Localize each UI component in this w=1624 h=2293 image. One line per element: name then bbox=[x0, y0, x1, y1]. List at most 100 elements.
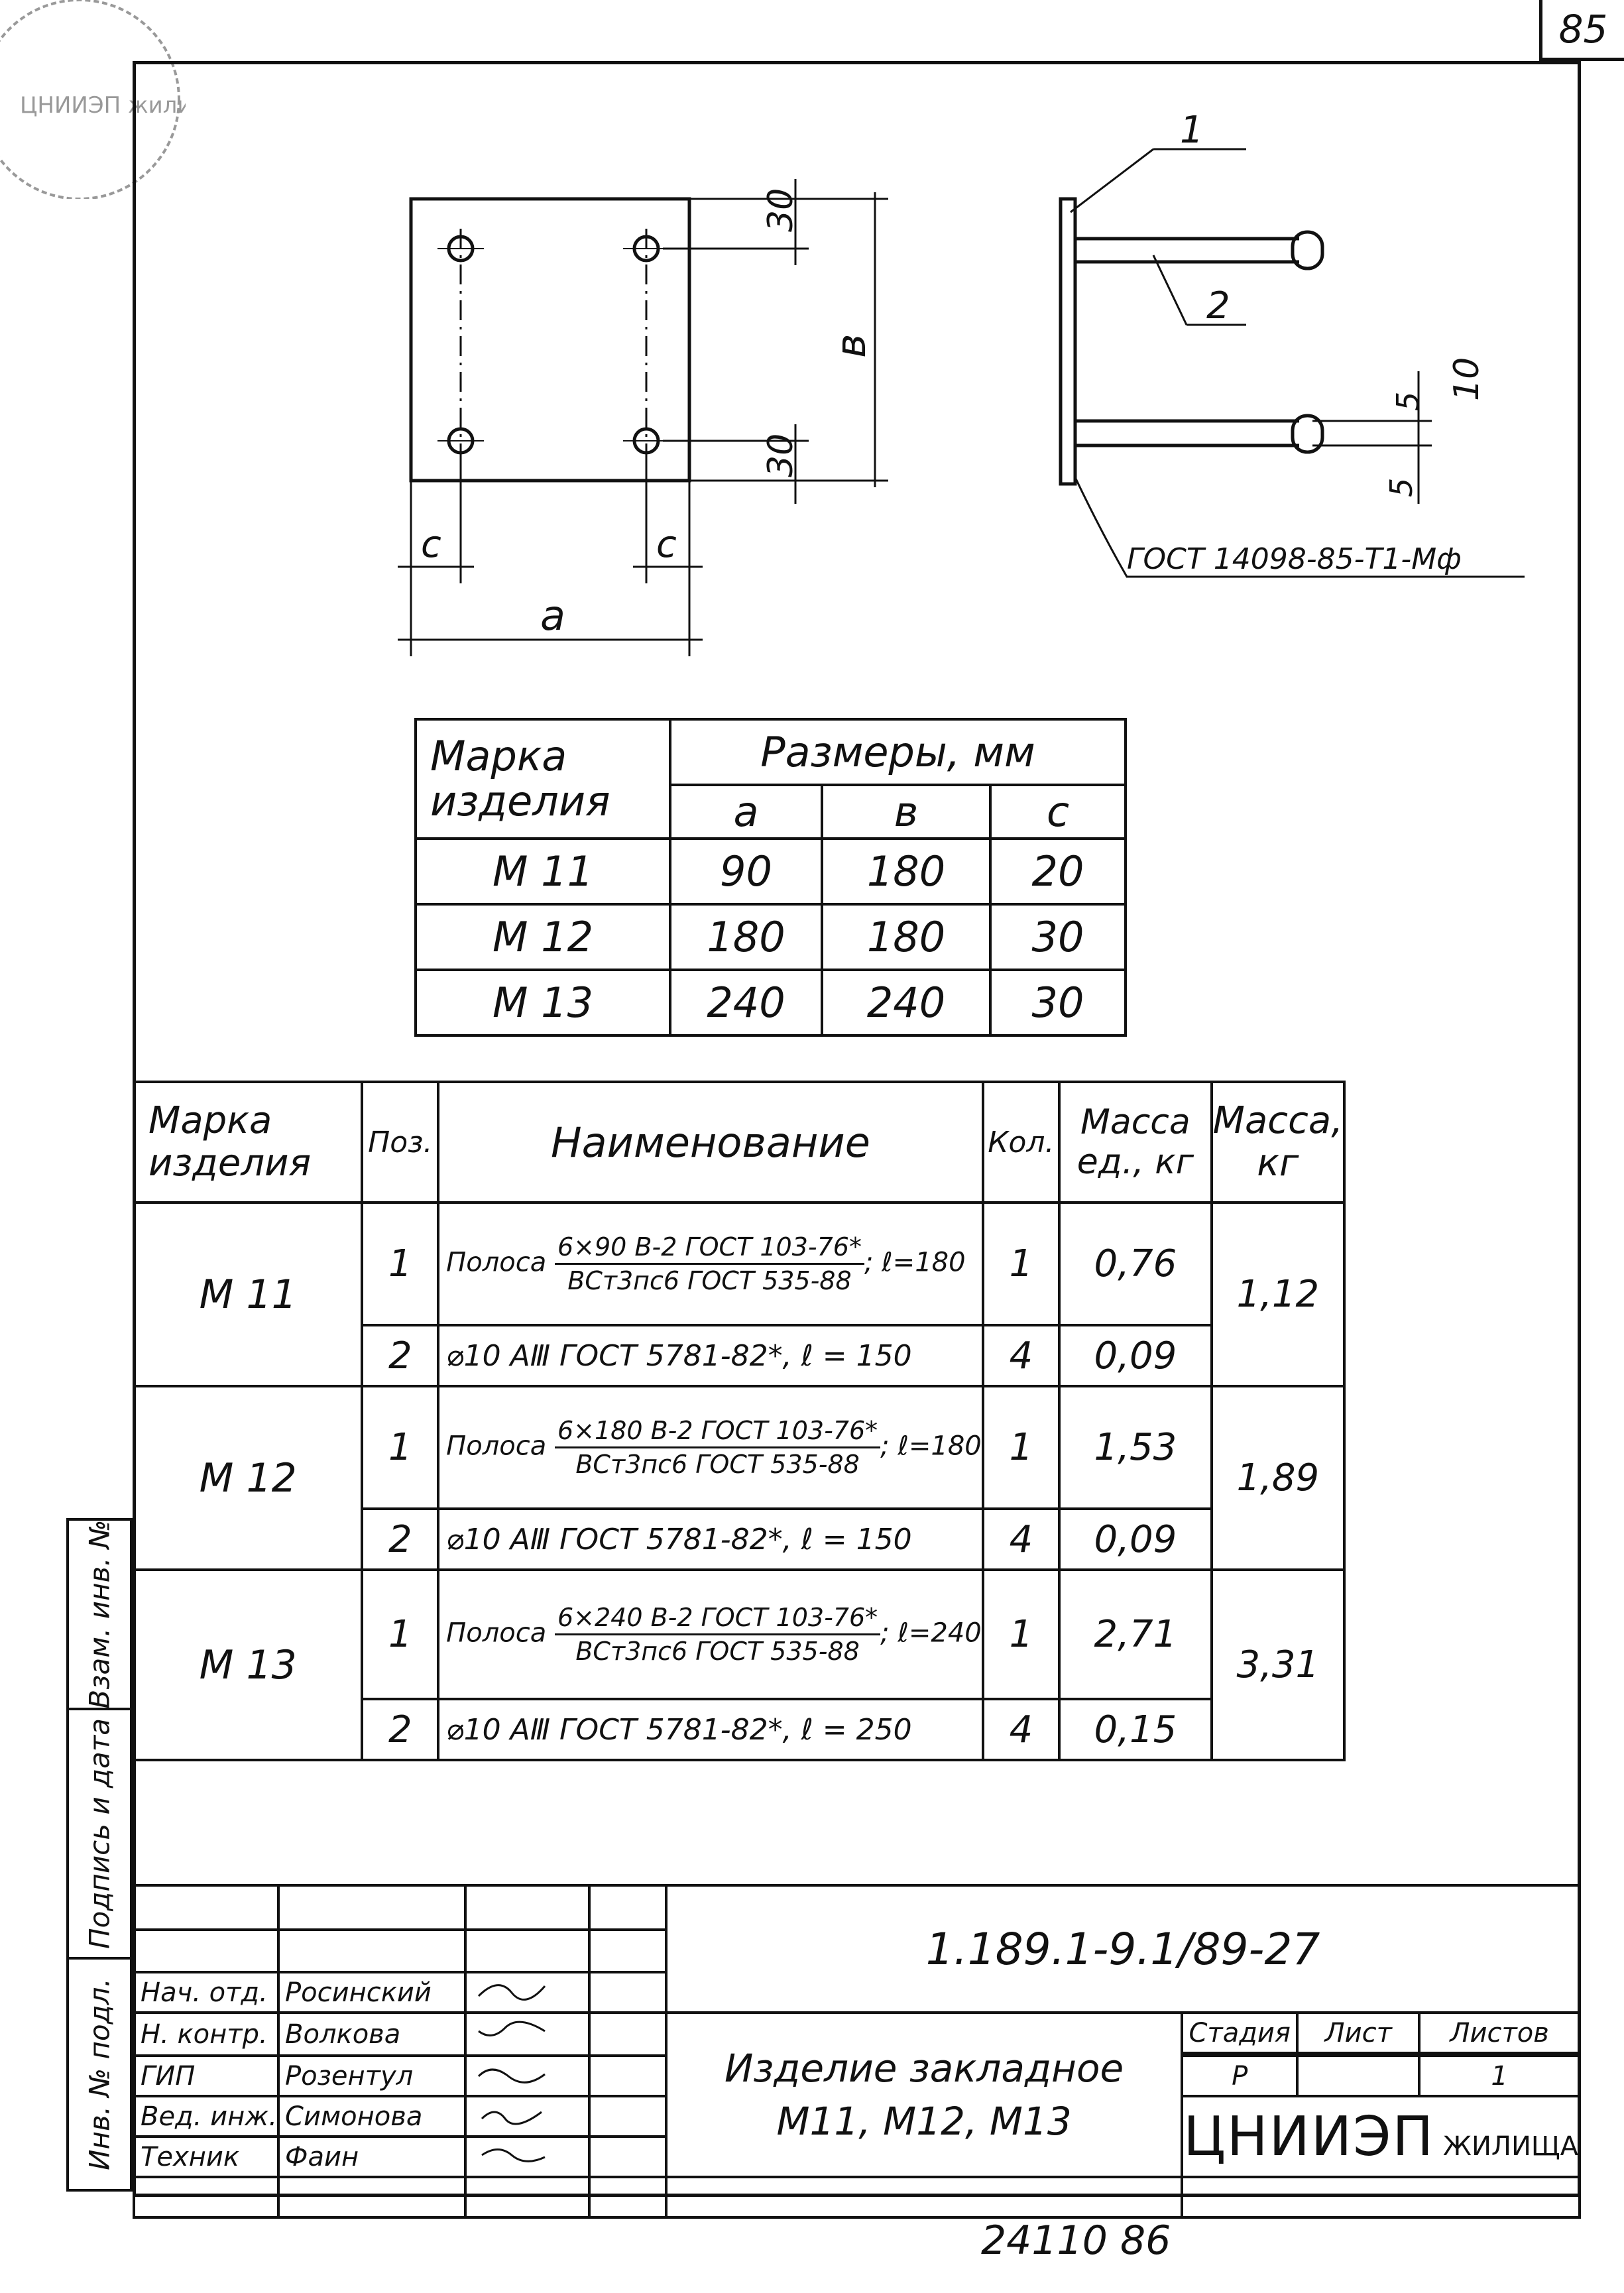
spec-header-name: Наименование bbox=[437, 1081, 984, 1204]
table-row: М 12 1 Полоса 6×180 В-2 ГОСТ 103-76*ВСт3… bbox=[132, 1385, 1346, 1571]
plate-side bbox=[1059, 197, 1077, 486]
signature bbox=[464, 2135, 591, 2178]
spec-pos: 1 bbox=[361, 1385, 440, 1510]
spec-pos: 1 bbox=[361, 1568, 440, 1700]
role-label: Техник bbox=[132, 2135, 280, 2178]
dim-bottom-30: 30 bbox=[761, 434, 801, 477]
spec-mark: М 12 bbox=[132, 1385, 364, 1571]
sheets-value: 1 bbox=[1491, 2060, 1508, 2091]
spec-unit-mass: 0,09 bbox=[1058, 1324, 1213, 1387]
dims-cell: 180 bbox=[821, 903, 992, 971]
spec-name-fraction: 6×180 В-2 ГОСТ 103-76*ВСт3пс6 ГОСТ 535-8… bbox=[554, 1415, 881, 1480]
spec-qty: 1 bbox=[981, 1385, 1061, 1510]
table-row: М 12 180 180 30 bbox=[414, 903, 1127, 971]
person-name: Росинский bbox=[277, 1971, 467, 2014]
stage-value: Р bbox=[1183, 2057, 1299, 2095]
frac-num: 6×240 В-2 ГОСТ 103-76* bbox=[554, 1602, 881, 1635]
org-main: ЦНИИЭП bbox=[1183, 2105, 1435, 2168]
table-row: М 13 1 Полоса 6×240 В-2 ГОСТ 103-76*ВСт3… bbox=[132, 1568, 1346, 1761]
sheet-label: Лист bbox=[1297, 2014, 1421, 2054]
table-row: 2 ⌀10 АⅢ ГОСТ 5781-82*, ℓ = 150 4 0,09 bbox=[134, 1507, 1344, 1571]
sheet-value bbox=[1297, 2057, 1421, 2095]
stage-label: Стадия bbox=[1183, 2014, 1299, 2054]
dims-cell: 180 bbox=[669, 903, 823, 971]
spec-pos: 2 bbox=[361, 1507, 440, 1571]
dims-cell: 240 bbox=[669, 969, 823, 1037]
spec-name-fraction: 6×90 В-2 ГОСТ 103-76*ВСт3пс6 ГОСТ 535-88 bbox=[554, 1231, 864, 1297]
frac-den: ВСт3пс6 ГОСТ 535-88 bbox=[567, 1266, 852, 1295]
frac-den: ВСт3пс6 ГОСТ 535-88 bbox=[575, 1450, 860, 1479]
spec-name-prefix: Полоса bbox=[446, 1431, 547, 1462]
signature bbox=[464, 2011, 591, 2057]
spec-unit-mass: 0,76 bbox=[1058, 1201, 1213, 1326]
footer-number: 24110 86 bbox=[981, 2217, 1171, 2264]
stamp-text: ЦНИИЭП жилища bbox=[20, 92, 186, 119]
spec-name-suffix: ; ℓ=180 bbox=[880, 1431, 982, 1462]
frac-num: 6×180 В-2 ГОСТ 103-76* bbox=[554, 1415, 881, 1448]
spec-header-qty: Кол. bbox=[981, 1081, 1061, 1204]
spec-pos: 1 bbox=[361, 1201, 440, 1326]
title-line-2: М11, М12, М13 bbox=[776, 2099, 1072, 2144]
dim-5-bottom: 5 bbox=[1383, 478, 1419, 497]
spec-name: ⌀10 АⅢ ГОСТ 5781-82*, ℓ = 150 bbox=[437, 1324, 984, 1387]
dims-cell: М 12 bbox=[414, 903, 671, 971]
plate-outline bbox=[409, 197, 691, 483]
spec-name: Полоса 6×180 В-2 ГОСТ 103-76*ВСт3пс6 ГОС… bbox=[437, 1385, 984, 1510]
person-name: Волкова bbox=[277, 2011, 467, 2057]
strip-cell-signature: Подпись и дата bbox=[66, 1708, 133, 1960]
page-number: 85 bbox=[1539, 0, 1624, 61]
table-row: М 11 90 180 20 bbox=[414, 837, 1127, 906]
person-name: Симонова bbox=[277, 2095, 467, 2138]
signature bbox=[464, 2054, 591, 2097]
title-line-1: Изделие закладное bbox=[725, 2046, 1124, 2091]
archive-stamp: ЦНИИЭП жилища bbox=[0, 0, 186, 199]
spec-name-fraction: 6×240 В-2 ГОСТ 103-76*ВСт3пс6 ГОСТ 535-8… bbox=[554, 1602, 881, 1667]
spec-unit-mass: 0,15 bbox=[1058, 1698, 1213, 1761]
spec-name-suffix: ; ℓ=240 bbox=[880, 1617, 982, 1649]
dims-cell: 30 bbox=[989, 903, 1127, 971]
spec-qty: 1 bbox=[981, 1201, 1061, 1326]
dim-width-a: а bbox=[540, 591, 565, 640]
left-strip: Взам. инв. № Подпись и дата Инв. № подл. bbox=[66, 1518, 133, 2194]
dim-c-right: с bbox=[656, 523, 677, 566]
org-sub: ЖИЛИЩА bbox=[1442, 2131, 1578, 2162]
dim-c-left: с bbox=[421, 523, 441, 566]
spec-unit-mass: 2,71 bbox=[1058, 1568, 1213, 1700]
stage-block: Стадия Лист Листов bbox=[1181, 2011, 1581, 2057]
spec-name-suffix: ; ℓ=180 bbox=[864, 1247, 966, 1278]
table-row: 2 ⌀10 АⅢ ГОСТ 5781-82*, ℓ = 250 4 0,15 bbox=[134, 1698, 1344, 1761]
role-label: Нач. отд. bbox=[132, 1971, 280, 2014]
dims-header-sizes: Размеры, мм bbox=[669, 718, 1127, 786]
dims-col-b: в bbox=[821, 784, 992, 840]
dims-cell: 30 bbox=[989, 969, 1127, 1037]
signature bbox=[464, 2095, 591, 2138]
dim-height-b: в bbox=[827, 333, 875, 358]
spec-pos: 2 bbox=[361, 1698, 440, 1761]
spec-qty: 4 bbox=[981, 1698, 1061, 1761]
title-block: 1.189.1-9.1/89-27 Нач. отд. Росинский Н.… bbox=[132, 1884, 1582, 2219]
spec-header-unit-mass: Масса ед., кг bbox=[1058, 1081, 1213, 1204]
dims-cell: М 13 bbox=[414, 969, 671, 1037]
dims-cell: 180 bbox=[821, 837, 992, 906]
dims-header-mark: Марка изделия bbox=[414, 718, 671, 840]
strip-label: Инв. № подл. bbox=[83, 1978, 116, 2170]
strip-label: Подпись и дата bbox=[83, 1718, 116, 1949]
callout-pos-2: 2 bbox=[1206, 284, 1230, 327]
spec-name: Полоса 6×240 В-2 ГОСТ 103-76*ВСт3пс6 ГОС… bbox=[437, 1568, 984, 1700]
spec-mass: 1,12 bbox=[1210, 1201, 1346, 1387]
spec-unit-mass: 0,09 bbox=[1058, 1507, 1213, 1571]
signature bbox=[464, 1971, 591, 2014]
spec-mass: 1,89 bbox=[1210, 1385, 1346, 1571]
dims-col-c: с bbox=[989, 784, 1127, 840]
spec-name: ⌀10 АⅢ ГОСТ 5781-82*, ℓ = 150 bbox=[437, 1507, 984, 1571]
sheets-label: Листов bbox=[1419, 2014, 1578, 2054]
person-name: Розентул bbox=[277, 2054, 467, 2097]
strip-label: Взам. инв. № bbox=[83, 1519, 116, 1709]
strip-cell-replacement: Взам. инв. № bbox=[66, 1518, 133, 1710]
drawing-title: Изделие закладное М11, М12, М13 bbox=[664, 2011, 1184, 2178]
spec-header-mass: Масса, кг bbox=[1210, 1081, 1346, 1204]
person-name: Фаин bbox=[277, 2135, 467, 2178]
specification-table: Марка изделия Поз. Наименование Кол. Мас… bbox=[132, 1081, 1346, 1761]
spec-name-prefix: Полоса bbox=[446, 1617, 547, 1649]
dim-top-30: 30 bbox=[761, 188, 801, 232]
